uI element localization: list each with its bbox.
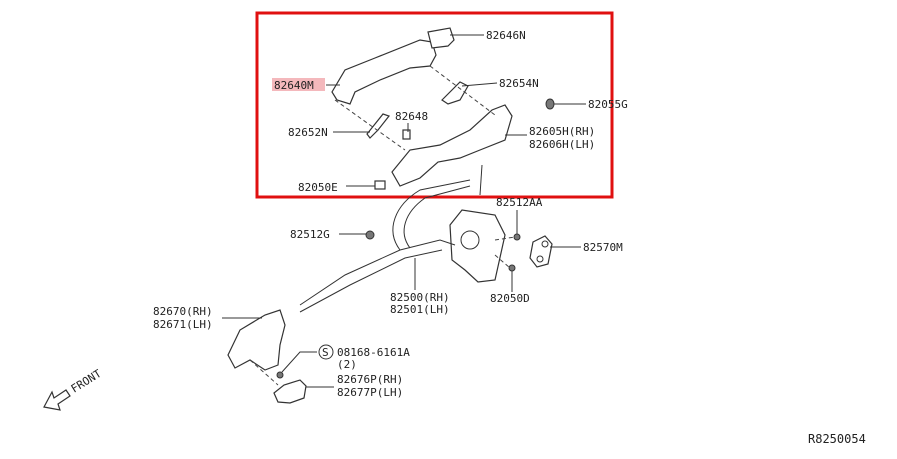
diagram-code: R8250054	[808, 432, 866, 446]
escutcheon-82646N[interactable]	[427, 27, 455, 49]
door-lock-actuator[interactable]	[449, 209, 506, 283]
screw-08168[interactable]	[276, 371, 284, 379]
handle-bracket-82605H[interactable]	[391, 104, 513, 187]
clip-82648[interactable]	[402, 129, 411, 140]
label-82677P[interactable]: 82677P(LH)	[337, 386, 403, 399]
label-82570M[interactable]: 82570M	[583, 241, 623, 254]
label-82055G[interactable]: 82055G	[588, 98, 628, 111]
label-82676P[interactable]: 82676P(RH)	[337, 373, 403, 386]
label-82646N[interactable]: 82646N	[486, 29, 526, 42]
highlight-82640M	[272, 78, 325, 91]
label-82512AA[interactable]: 82512AA	[496, 196, 543, 209]
label-82648[interactable]: 82648	[395, 110, 428, 123]
label-82654N[interactable]: 82654N	[499, 77, 539, 90]
label-82606H[interactable]: 82606H(LH)	[529, 138, 595, 151]
gasket-82654N[interactable]	[441, 81, 469, 105]
bolt-82512AA[interactable]	[513, 233, 521, 241]
label-82670[interactable]: 82670(RH)	[153, 305, 213, 318]
label-82512G[interactable]: 82512G	[290, 228, 330, 241]
gasket-82652N[interactable]	[366, 113, 390, 139]
cable-82500[interactable]	[299, 164, 483, 313]
label-82652N[interactable]: 82652N	[288, 126, 328, 139]
label-82050D[interactable]: 82050D	[490, 292, 530, 305]
clip-82050E[interactable]	[374, 180, 386, 190]
front-direction-label: FRONT	[69, 367, 104, 396]
screw-symbol: S	[322, 346, 329, 359]
selected-group-frame	[255, 11, 614, 199]
inside-handle-82670[interactable]	[227, 309, 286, 371]
escutcheon-82676P[interactable]	[273, 379, 307, 404]
screw-symbol-circle	[318, 344, 334, 360]
clip-82512G[interactable]	[365, 230, 375, 240]
label-82501[interactable]: 82501(LH)	[390, 303, 450, 316]
label-82050E[interactable]: 82050E	[298, 181, 338, 194]
bolt-82050D[interactable]	[508, 264, 516, 272]
label-82671[interactable]: 82671(LH)	[153, 318, 213, 331]
label-82640M[interactable]: 82640M	[274, 79, 314, 92]
outside-handle-82640M[interactable]	[331, 39, 437, 105]
quantity-label: (2)	[337, 358, 357, 371]
label-08168-6161A[interactable]: 08168-6161A	[337, 346, 410, 359]
grommet-82055G[interactable]	[545, 98, 555, 110]
striker-82570M[interactable]	[529, 235, 553, 268]
label-82500[interactable]: 82500(RH)	[390, 291, 450, 304]
front-arrow-icon	[43, 389, 71, 411]
label-82605H[interactable]: 82605H(RH)	[529, 125, 595, 138]
